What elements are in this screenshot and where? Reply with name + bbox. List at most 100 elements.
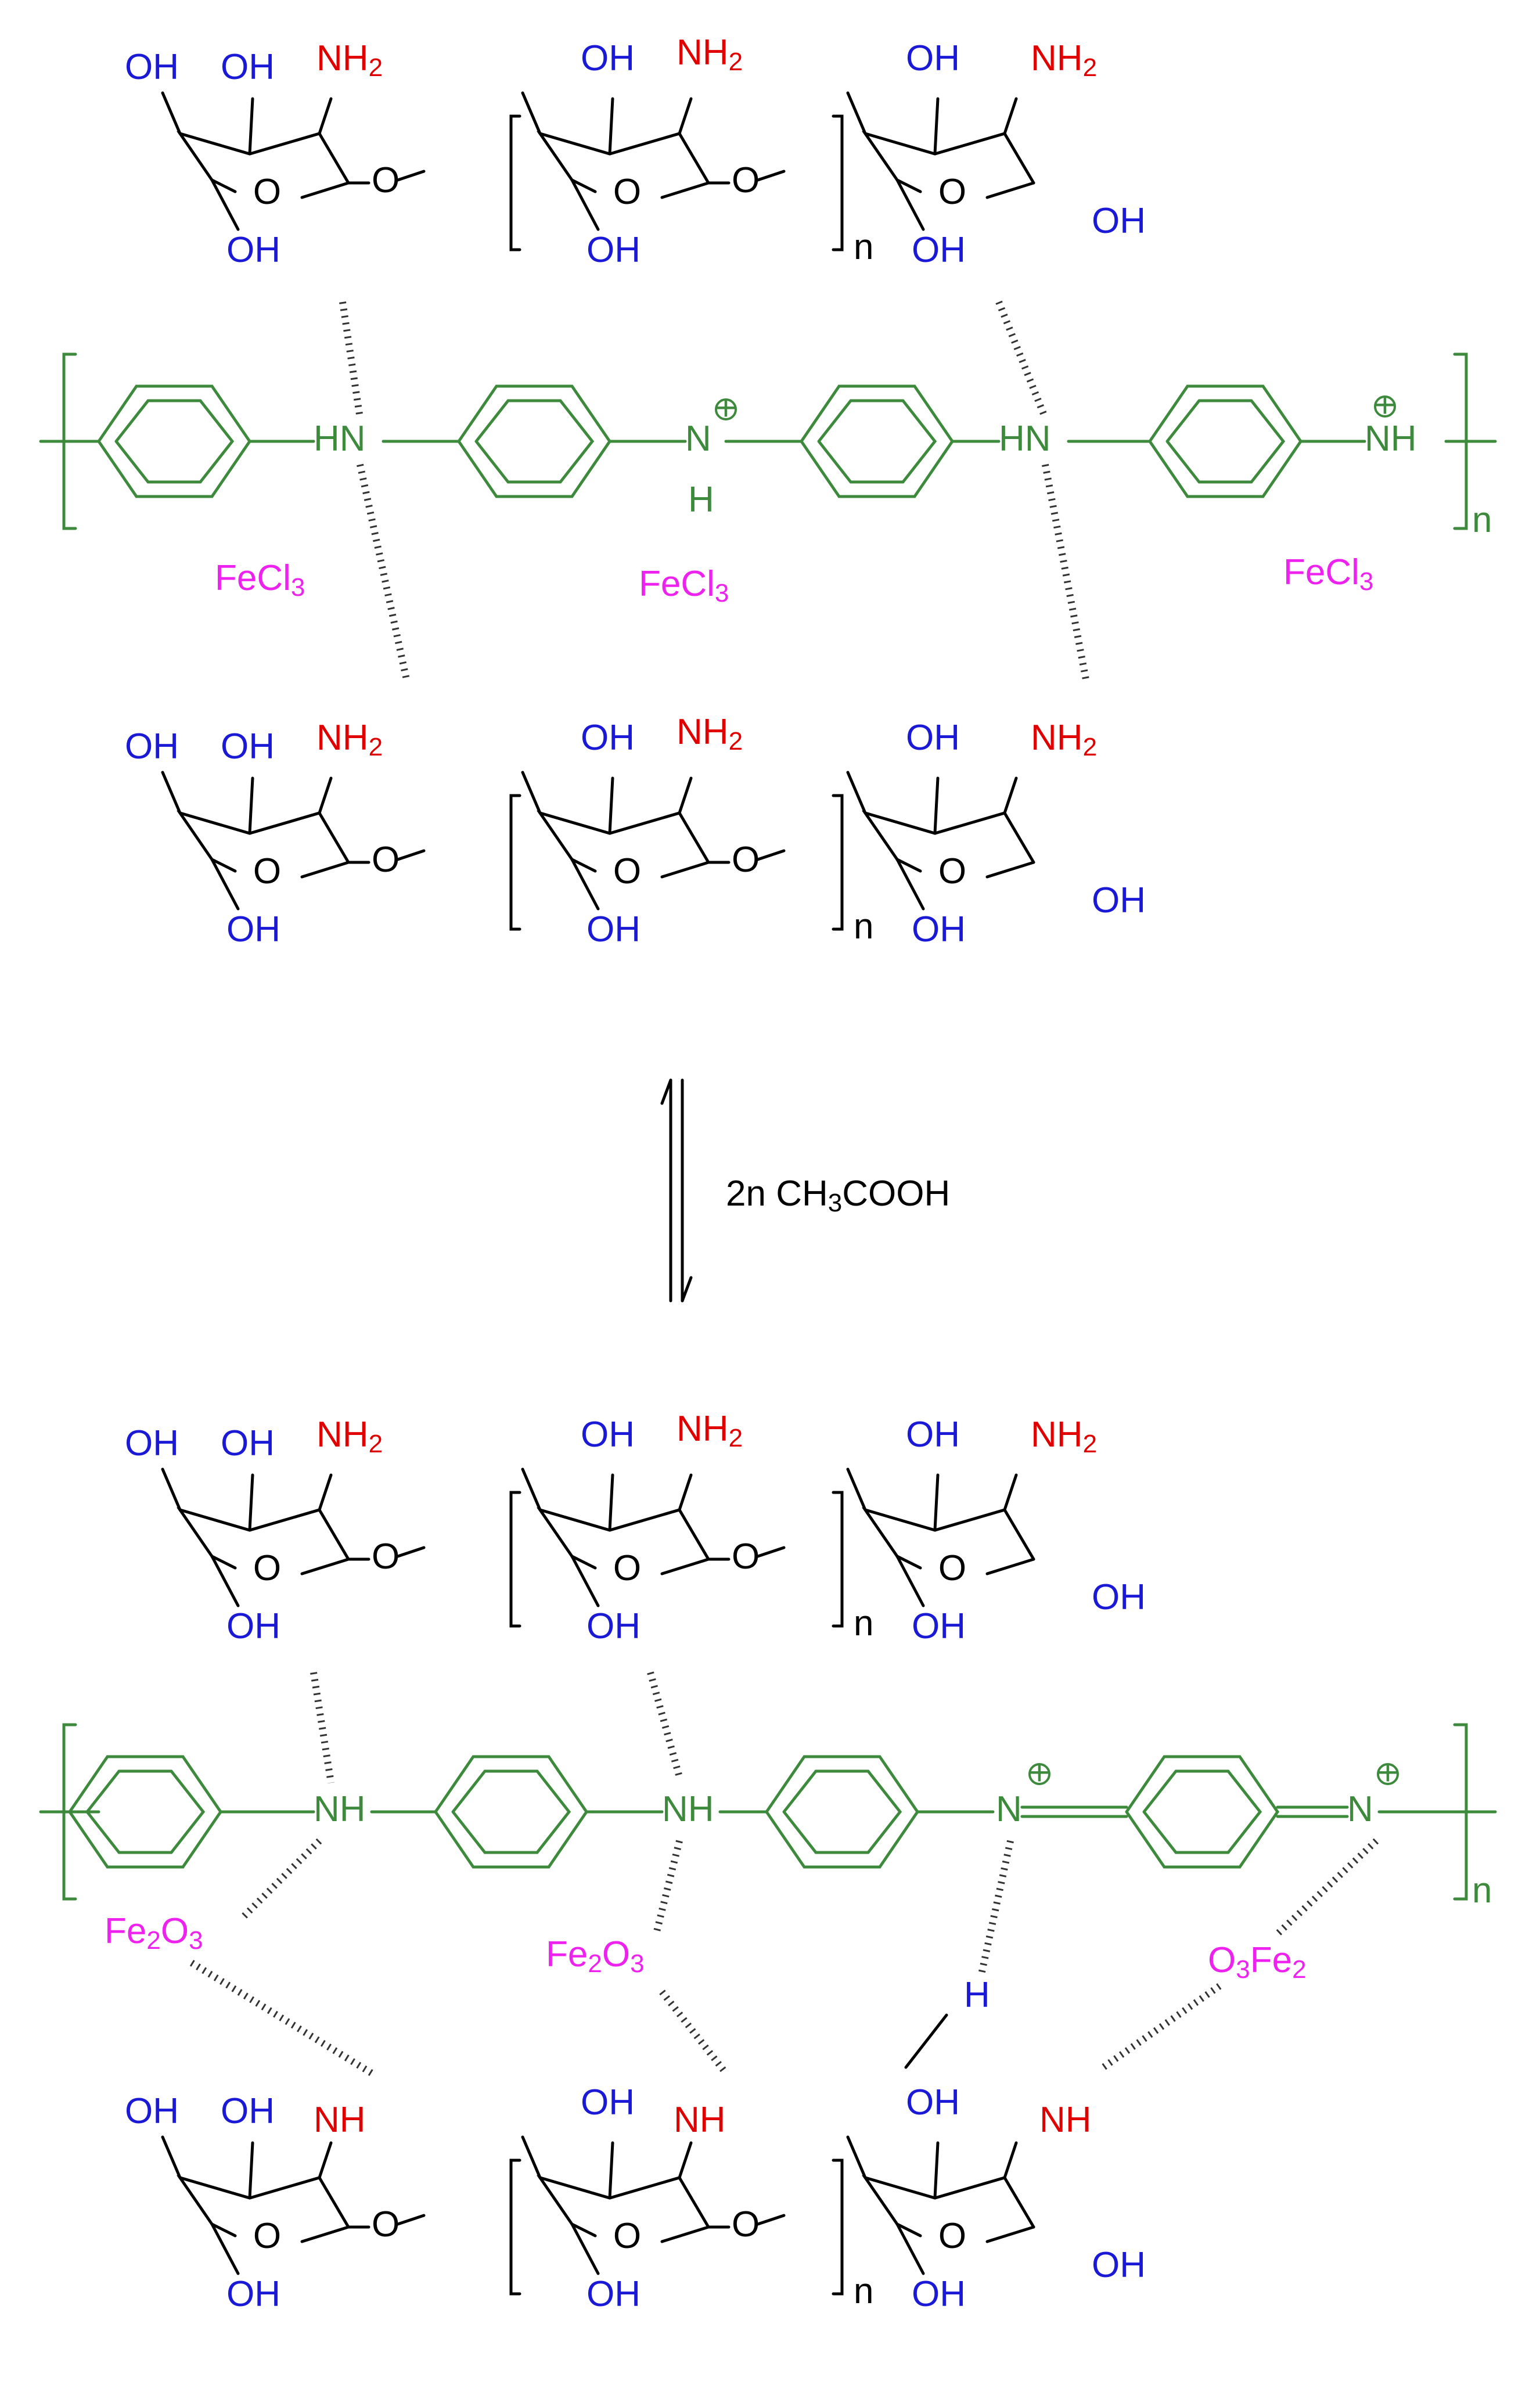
ring-inner: [1165, 399, 1286, 484]
glycosidic-oxygen-part: O: [372, 840, 400, 880]
amine-label-part: 2: [1083, 733, 1097, 761]
amine-label-part: 2: [369, 733, 383, 761]
amine-hn-label: HN: [999, 419, 1051, 459]
ring-oxygen-part: O: [938, 1548, 966, 1588]
ring-oxygen-part: O: [253, 851, 281, 891]
repeat-bracket: [832, 1491, 844, 1628]
hydrogen-bond: [978, 1840, 1014, 1976]
benzene-ring: [800, 384, 955, 498]
amine-nh-label-part: NH: [662, 1789, 714, 1829]
repeat-bracket: [509, 114, 521, 251]
hydrogen-bond: [339, 301, 364, 419]
sub-bond: [895, 858, 925, 911]
charge-circle: [1377, 1763, 1399, 1785]
glycosidic-oxygen-part: O: [732, 840, 760, 880]
hydroxyl-label-part: OH: [912, 1606, 966, 1646]
amine-label-part: NH: [677, 712, 729, 752]
sub-bond: [318, 97, 333, 135]
ferric-chloride-label: FeCl3: [215, 558, 305, 601]
ring-oxygen: O: [253, 172, 281, 212]
sub-bond: [210, 1555, 240, 1607]
charge-circle: [715, 398, 737, 420]
glycosidic-oxygen-part: O: [732, 160, 760, 200]
ring-bond: [1148, 384, 1303, 498]
sub-bond: [678, 776, 693, 815]
ring-bond: [300, 181, 350, 199]
iminium-n-label: N: [685, 419, 711, 459]
sugar-ring: [161, 91, 350, 231]
hydroxyl-label-part: OH: [1092, 2245, 1146, 2285]
glycosidic-oxygen-part: O: [732, 2204, 760, 2244]
sub-bond: [846, 91, 867, 135]
iron-oxide-label-part: 3: [1236, 1955, 1250, 1984]
hydroxyl-label: OH: [221, 726, 275, 767]
charge-plus: +: [1029, 1753, 1050, 1793]
hydroxyl-label-part: OH: [906, 2082, 960, 2123]
amine-label: NH2: [316, 1415, 383, 1458]
ring-oxygen-part: O: [613, 2216, 641, 2256]
amine-label-part: 2: [1083, 1430, 1097, 1458]
hydroxyl-label-part: OH: [906, 38, 960, 78]
repeat-bracket: [832, 794, 844, 931]
bridging-h-label-part: H: [964, 1975, 990, 2015]
glycosidic-oxygen: O: [732, 2204, 760, 2244]
repeat-n-part: n: [854, 1603, 873, 1643]
ring-bond: [660, 1557, 710, 1575]
repeat-n: n: [854, 227, 873, 267]
hydrogen-bond-dashes: [189, 300, 1379, 2077]
amine-label: NH2: [316, 718, 383, 761]
amine-nh-label: NH: [1039, 2100, 1092, 2140]
repeat-bracket: [509, 1491, 521, 1628]
ring-oxygen: O: [938, 1548, 966, 1588]
sub-bond: [933, 2141, 940, 2200]
linker-bond: [756, 170, 786, 182]
ring-oxygen: O: [938, 2216, 966, 2256]
hydroxyl-label-part: OH: [1092, 1577, 1146, 1617]
sub-bond: [161, 91, 182, 135]
iron-oxide-label-part: 3: [189, 1926, 203, 1955]
glycosidic-oxygen: O: [372, 840, 400, 880]
sub-bond: [570, 858, 600, 911]
hydroxyl-label-part: OH: [221, 1423, 275, 1463]
amine-label-part: 2: [729, 48, 743, 76]
ferric-chloride-label-part: 3: [1359, 567, 1373, 596]
hydroxyl-label: OH: [226, 909, 280, 949]
sub-bond: [608, 2141, 614, 2200]
hydroxyl-label: OH: [1092, 201, 1146, 241]
ferric-chloride-label-part: 3: [715, 579, 729, 607]
charge-plus-part: +: [1377, 1753, 1398, 1793]
sub-bond: [521, 1467, 542, 1512]
hydroxyl-label: OH: [1092, 1577, 1146, 1617]
sugar-ring: [846, 2135, 1035, 2275]
ring-bond: [895, 858, 922, 873]
sub-bond: [210, 178, 240, 231]
ring-bond: [570, 1555, 597, 1570]
ring-bond: [800, 384, 955, 498]
amine-hn-label-part: HN: [314, 419, 366, 459]
amine-label: NH2: [316, 38, 383, 81]
ring-oxygen-part: O: [938, 851, 966, 891]
benzene-ring: [765, 1755, 920, 1869]
sub-bond: [161, 2135, 182, 2179]
hydroxyl-label: OH: [125, 726, 179, 767]
iminium-n-label-part: N: [685, 419, 711, 459]
ring-bond: [660, 861, 710, 879]
repeat-bracket: [832, 2159, 844, 2296]
repeat-n: n: [854, 1603, 873, 1643]
iron-oxide-label-part: O: [161, 1911, 189, 1951]
ring-oxygen-part: O: [613, 1548, 641, 1588]
hydroxyl-label: OH: [587, 2274, 641, 2314]
amine-label-part: NH: [1031, 718, 1083, 758]
ring-bond: [300, 861, 350, 879]
amine-label-part: NH: [677, 33, 729, 73]
hydrogen-bond: [995, 300, 1049, 420]
amine-nh-label: NH: [314, 1789, 366, 1829]
ring-bond: [210, 178, 237, 193]
amine-label-part: 2: [729, 727, 743, 756]
hydroxyl-label-part: OH: [912, 2274, 966, 2314]
sugar-ring: [521, 1467, 710, 1607]
hydroxyl-label-part: OH: [587, 230, 641, 270]
ferric-chloride-label: FeCl3: [1283, 552, 1373, 595]
hydroxyl-label-part: OH: [906, 718, 960, 758]
